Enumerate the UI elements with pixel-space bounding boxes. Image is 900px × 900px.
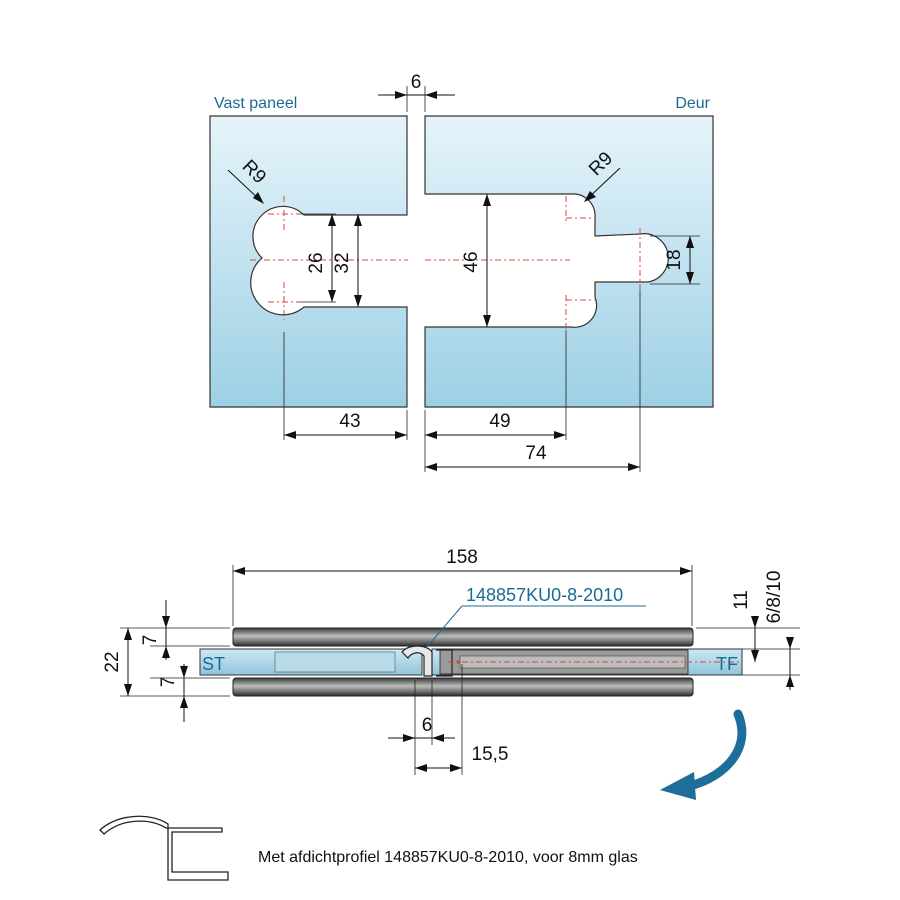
door-label: Deur xyxy=(675,95,710,112)
dim-7-top: 7 xyxy=(140,635,161,646)
clamp-plate-bottom xyxy=(232,677,694,697)
dim-15-5: 15,5 xyxy=(472,744,509,765)
door-plate xyxy=(424,115,714,408)
note-text: Met afdichtprofiel 148857KU0-8-2010, voo… xyxy=(258,849,638,866)
profile-code-label: 148857KU0-8-2010 xyxy=(466,585,623,605)
dim-gap: 6 xyxy=(411,72,422,93)
seal-profile-icon xyxy=(99,815,229,881)
dim-6: 6 xyxy=(422,715,433,736)
tag-tf: TF xyxy=(716,654,738,674)
dim-7-bottom: 7 xyxy=(158,677,179,688)
curved-arrow-icon xyxy=(660,709,747,800)
dim-32: 32 xyxy=(332,252,353,273)
dim-74: 74 xyxy=(525,443,547,464)
tag-st: ST xyxy=(202,654,225,674)
section-view: 158 22 7 7 11 6/8/10 6 xyxy=(102,547,800,775)
dim-11: 11 xyxy=(731,590,752,610)
fixed-panel-label: Vast paneel xyxy=(214,95,297,112)
dim-26: 26 xyxy=(306,252,327,273)
dim-18: 18 xyxy=(664,249,685,270)
dim-46: 46 xyxy=(461,251,482,272)
seal-profile xyxy=(401,645,433,677)
dim-43: 43 xyxy=(339,411,360,432)
clamp-plate-top xyxy=(232,627,694,647)
dim-22: 22 xyxy=(102,651,123,672)
dim-158: 158 xyxy=(446,547,478,568)
dim-49: 49 xyxy=(489,411,510,432)
dim-glass-thickness: 6/8/10 xyxy=(764,571,785,624)
top-view: 6 26 32 46 18 R9 R9 43 xyxy=(209,72,714,472)
